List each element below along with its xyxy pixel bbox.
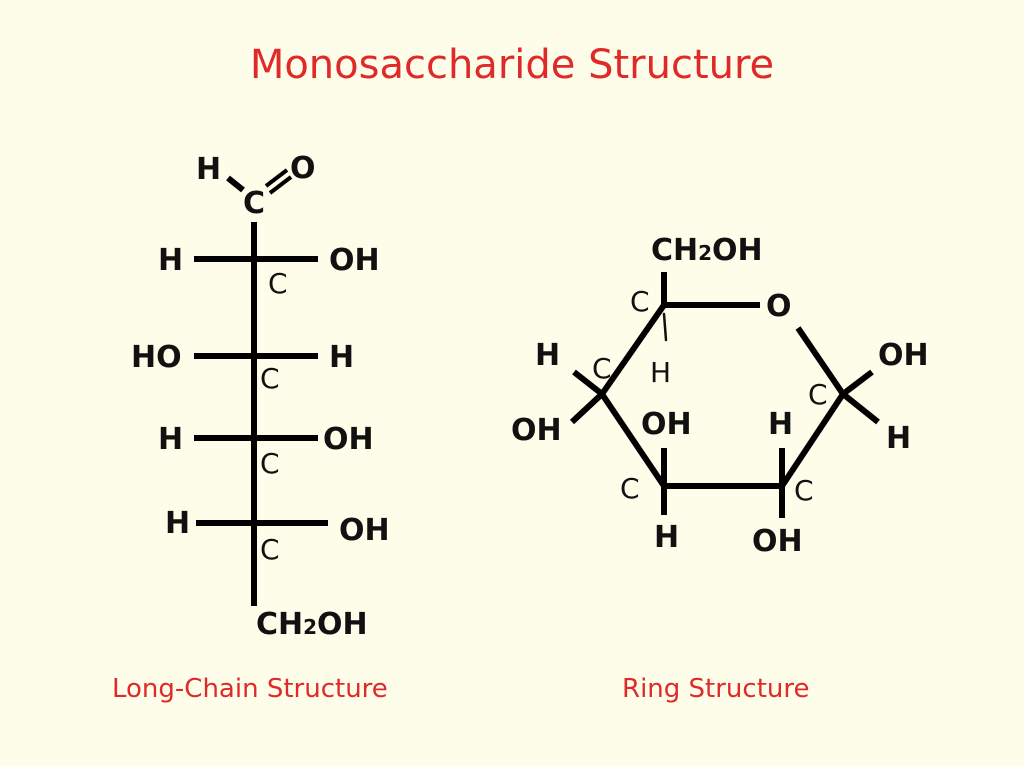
row1-left-label: H	[158, 243, 183, 278]
aldehyde-h-label: H	[196, 152, 221, 187]
row2-carbon-note: C	[260, 362, 280, 395]
ring-carbon-note-c5: C	[630, 285, 650, 318]
c2-oh-label: OH	[752, 524, 803, 559]
ring-ch2oh-label: CH2OH	[651, 233, 763, 268]
chain-ch2oh-label: CH2OH	[256, 607, 368, 642]
row4-carbon-note: C	[260, 533, 280, 566]
aldehyde-h-bond	[226, 175, 245, 193]
c1-oh-label: OH	[878, 338, 929, 373]
row1-right-label: OH	[329, 243, 380, 278]
c4-h-bond	[572, 369, 604, 397]
c1-oh-bond	[841, 369, 874, 397]
ring-carbon-note-c3: C	[620, 472, 640, 505]
c5-hand-h-label: H	[650, 356, 671, 389]
c1-h-label: H	[886, 421, 911, 456]
ring-carbon-note-c4: C	[592, 352, 612, 385]
aldehyde-double-bond-a	[264, 168, 289, 188]
c4-oh-bond	[569, 391, 605, 425]
ring-caption: Ring Structure	[622, 674, 810, 704]
row3-right-label: OH	[323, 422, 374, 457]
ring-carbon-note-c2: C	[794, 474, 814, 507]
c2-h-label: H	[768, 407, 793, 442]
row3-left-label: H	[158, 422, 183, 457]
c5-hand-h-stroke	[662, 312, 668, 342]
long-chain-structure: H O C H OH C HO H C H OH C H	[131, 151, 390, 642]
row2-right-label: H	[329, 340, 354, 375]
ring-bonds	[598, 302, 847, 489]
row3-carbon-note: C	[260, 447, 280, 480]
c3-oh-label: OH	[641, 407, 692, 442]
row4-left-label: H	[165, 506, 190, 541]
c4-h-label: H	[535, 338, 560, 373]
row2-left-label: HO	[131, 340, 182, 375]
aldehyde-c-label: C	[243, 186, 265, 221]
row4-right-label: OH	[339, 513, 390, 548]
ring-structure: O CH2OH H OH H H OH OH H H	[511, 233, 929, 559]
ring-oxygen-label: O	[766, 289, 792, 324]
aldehyde-double-bond-b	[268, 175, 293, 195]
row1-carbon-note: C	[268, 267, 288, 300]
c1-h-bond	[841, 391, 880, 425]
diagram-title: Monosaccharide Structure	[249, 42, 775, 88]
c3-h-label: H	[654, 520, 679, 555]
ring-carbon-note-c1: C	[808, 378, 828, 411]
long-chain-caption: Long-Chain Structure	[112, 674, 388, 704]
aldehyde-o-label: O	[290, 151, 316, 186]
c4-oh-label: OH	[511, 413, 562, 448]
